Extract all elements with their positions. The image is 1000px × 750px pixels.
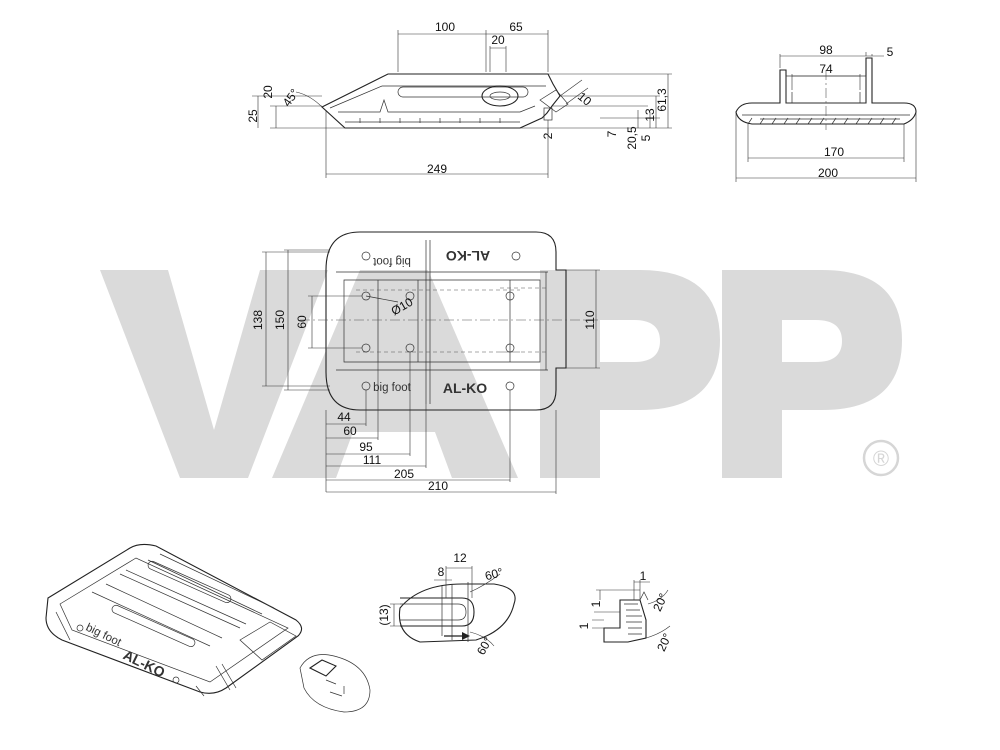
- dim-110: 110: [583, 310, 597, 329]
- dim-210: 210: [428, 479, 448, 493]
- slot-detail: 12 8 60° (13) 60°: [377, 551, 516, 657]
- dim-25: 25: [246, 109, 260, 123]
- dim-100: 100: [435, 20, 455, 34]
- iso-brand-label: AL-KO: [121, 647, 168, 681]
- dim-44: 44: [337, 410, 351, 424]
- dim-249: 249: [427, 162, 447, 176]
- slot-angle-bottom: 60°: [474, 634, 495, 657]
- dim-60-horiz: 60: [343, 424, 357, 438]
- profile-angle-top: 20°: [650, 591, 670, 614]
- slot-dim-13: (13): [377, 604, 391, 625]
- brand-label-bottom: AL-KO: [443, 380, 487, 396]
- dim-74: 74: [819, 62, 833, 76]
- dim-205: 205: [394, 467, 414, 481]
- dim-98: 98: [819, 43, 833, 57]
- dim-20-5: 20,5: [625, 126, 639, 150]
- dim-111: 111: [363, 453, 382, 467]
- dim-170: 170: [824, 145, 844, 159]
- dim-7: 7: [605, 130, 619, 137]
- side-view: 100 65 20 20 45° 25 10 61,3 13 7 20,5 5 …: [246, 20, 672, 178]
- dim-65: 65: [509, 20, 523, 34]
- profile-detail: 1 1 20° 1 20°: [577, 569, 675, 653]
- iso-model-label: big foot: [84, 622, 124, 650]
- dim-20-nose: 20: [261, 85, 275, 99]
- dim-13: 13: [643, 108, 657, 122]
- dim-150: 150: [273, 310, 287, 330]
- dim-5: 5: [639, 134, 653, 141]
- model-label-top: big foot: [372, 255, 411, 267]
- profile-dim-1-a: 1: [589, 600, 603, 607]
- dim-20-slot: 20: [491, 33, 505, 47]
- isometric-view: big foot AL-KO: [45, 543, 371, 713]
- profile-dim-1-b: 1: [640, 569, 647, 583]
- dim-60-vert: 60: [295, 315, 309, 329]
- slot-dim-12: 12: [453, 551, 467, 565]
- top-view: big foot AL-KO big foot AL-KO Ø10 138 15…: [251, 231, 600, 494]
- dim-5-end: 5: [887, 45, 894, 59]
- dim-200: 200: [818, 166, 838, 180]
- dim-138: 138: [251, 310, 265, 330]
- dim-95: 95: [359, 440, 373, 454]
- model-label-bottom: big foot: [373, 382, 412, 394]
- profile-dim-1-c: 1: [577, 622, 591, 629]
- slot-dim-8: 8: [438, 565, 445, 579]
- hole-diameter: Ø10: [389, 295, 416, 319]
- dim-45deg: 45°: [280, 86, 302, 109]
- end-view: 98 5 74 170 200: [735, 43, 917, 182]
- dim-61-3: 61,3: [655, 88, 669, 112]
- dim-2: 2: [541, 132, 555, 139]
- profile-angle-bottom: 20°: [654, 631, 674, 654]
- brand-label-top: AL-KO: [446, 248, 490, 264]
- slot-angle-top: 60°: [483, 565, 504, 583]
